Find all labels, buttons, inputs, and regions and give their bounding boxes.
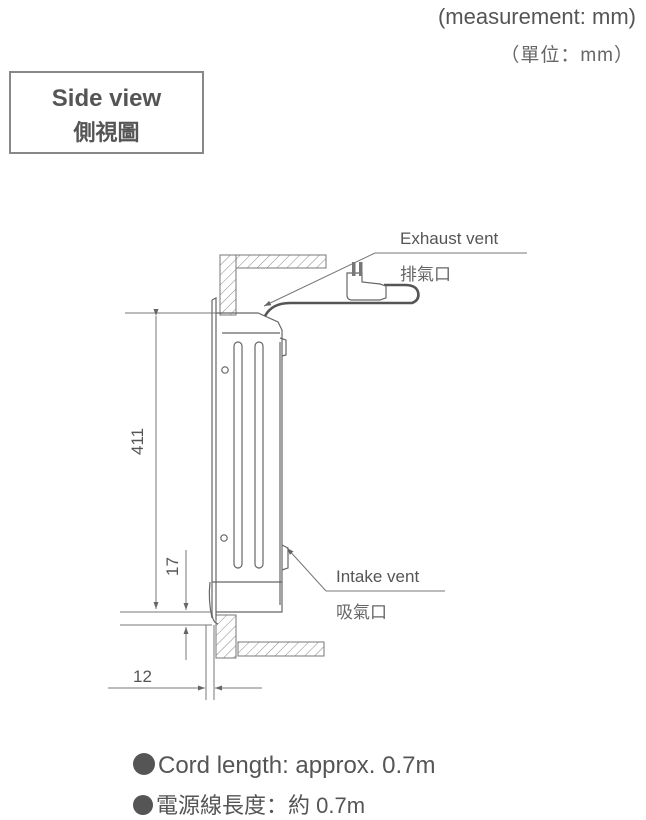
- bullet-icon: [133, 795, 153, 815]
- dim-offset-17: 17: [163, 557, 182, 576]
- cord-length-note-en: Cord length: approx. 0.7m: [133, 752, 436, 780]
- view-title-en: Side view: [51, 85, 162, 112]
- upper-wall: [219, 254, 327, 316]
- exhaust-vent-label-zh: 排氣口: [400, 265, 451, 284]
- unit-label-en: (measurement: mm): [437, 4, 636, 29]
- dim-gap-12: 12: [133, 667, 152, 686]
- dimension-lines: [108, 309, 262, 700]
- view-title-box: Side view 側視圖: [9, 71, 204, 154]
- exhaust-leader: [263, 252, 527, 307]
- intake-vent-label: Intake vent: [336, 567, 420, 586]
- dim-height-411: 411: [128, 427, 147, 455]
- lower-wall: [215, 614, 325, 659]
- exhaust-vent-label: Exhaust vent: [400, 229, 499, 248]
- heater-body: [208, 297, 289, 625]
- unit-label-zh: （單位：mm）: [500, 45, 634, 66]
- bullet-icon: [133, 753, 155, 775]
- cord-length-note-zh: 電源線長度：約 0.7m: [133, 788, 365, 820]
- view-title-zh: 側視圖: [73, 120, 140, 145]
- intake-leader: [286, 547, 445, 592]
- power-cord-plug: [263, 262, 420, 317]
- intake-vent-label-zh: 吸氣口: [336, 603, 387, 622]
